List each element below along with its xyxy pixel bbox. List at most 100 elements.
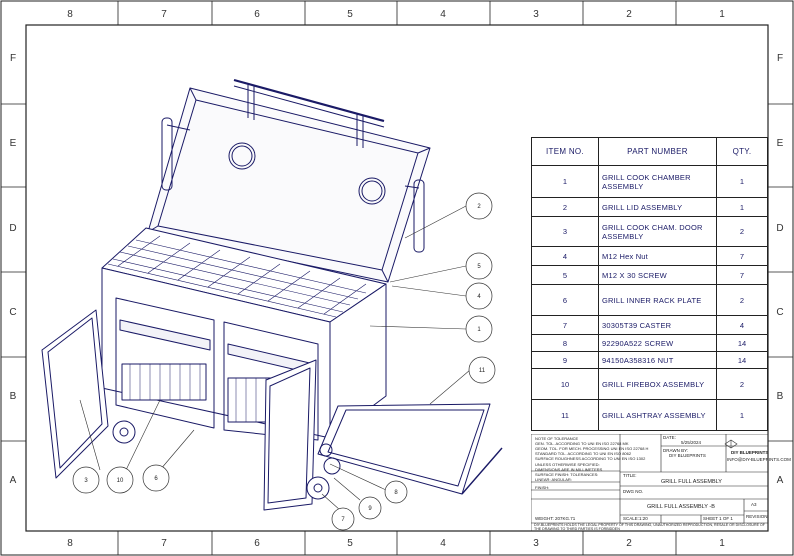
zone-col-4: 4 [440,9,446,20]
zone-col-7: 7 [161,9,167,20]
sheet-label: SHEET 1 OF 1 [703,516,733,521]
zone-row-c-right: C [776,307,784,318]
zone-col-5: 5 [347,9,353,20]
bom-header-part-number: PART NUMBER [598,137,717,166]
tolerance-note-2: GEOM. TOL. FOR MECH. PROCESSING UNI EN I… [535,446,649,451]
balloon-8-label: 8 [394,490,398,496]
balloon-10 [106,466,134,494]
drawing-title: GRILL FULL ASSEMBLY [661,479,722,485]
bom-qty: 2 [716,216,768,247]
bom-row: 5 M12 X 30 SCREW 7 [531,265,768,285]
zone-row-a: A [9,475,17,486]
balloon-9-label: 9 [368,506,372,512]
bom-qty: 2 [716,284,768,316]
grill-lid [147,78,431,283]
bom-part-number: GRILL INNER RACK PLATE [598,284,717,316]
sheet-size: A3 [751,502,757,507]
tolerance-note-0: NOTE OF TOLERANCE [535,436,579,441]
bom-part-number: GRILL ASHTRAY ASSEMBLY [598,399,717,431]
company-email: INFO@DIY-BLUEPRINTS.COM [727,457,791,462]
zone-col-3-bottom: 3 [533,538,539,549]
date-value: 5/25/2024 [681,440,702,445]
zone-col-5-bottom: 5 [347,538,353,549]
balloon-5-label: 5 [477,264,481,270]
zone-row-a-right: A [776,475,784,486]
zone-col-4-bottom: 4 [440,538,446,549]
bom-header-row: ITEM NO. PART NUMBER QTY. [531,137,768,166]
bom-part-number: GRILL LID ASSEMBLY [598,197,717,217]
bill-of-materials-table: ITEM NO. PART NUMBER QTY. 1 GRILL COOK C… [531,137,768,431]
bom-row: 11 GRILL ASHTRAY ASSEMBLY 1 [531,399,768,431]
bom-qty: 14 [716,334,768,352]
balloon-6 [142,464,170,492]
balloon-11 [468,356,496,384]
bom-row: 1 GRILL COOK CHAMBER ASSEMBLY 1 [531,165,768,198]
bom-qty: 7 [716,246,768,266]
bom-row: 9 94150A358316 NUT 14 [531,351,768,369]
revision-label: REVISION [746,514,768,519]
bom-part-number: 94150A358316 NUT [598,351,717,369]
company-logo-icon [724,439,738,449]
balloon-6-label: 6 [154,476,158,482]
finish-label: FINISH: [535,485,550,490]
bom-qty: 7 [716,265,768,285]
weight-label: WEIGHT: 207KG.71 [535,516,576,521]
dwg-no-value: GRILL FULL ASSEMBLY -B [647,504,715,510]
bom-qty: 1 [716,197,768,217]
bom-item-no: 4 [531,246,599,266]
bom-part-number: 92290A522 SCREW [598,334,717,352]
company-name: DIY BLUEPRINTS [731,450,769,455]
bom-row: 4 M12 Hex Nut 7 [531,246,768,266]
bom-item-no: 3 [531,216,599,247]
tolerance-note-1: GEN. TOL. ACCORDING TO UNI EN ISO 22768 … [535,441,629,446]
balloon-7-label: 7 [341,517,345,523]
drawn-by-value: DIY BLUEPRINTS [669,453,706,458]
bom-qty: 4 [716,315,768,335]
title-block: NOTE OF TOLERANCE GEN. TOL. ACCORDING TO… [531,434,791,531]
zone-col-8-bottom: 8 [67,538,73,549]
zone-col-6: 6 [254,9,260,20]
bom-part-number: M12 Hex Nut [598,246,717,266]
bom-item-no: 6 [531,284,599,316]
zone-col-7-bottom: 7 [161,538,167,549]
bom-qty: 14 [716,351,768,369]
bom-row: 3 GRILL COOK CHAM. DOOR ASSEMBLY 2 [531,216,768,247]
bom-row: 10 GRILL FIREBOX ASSEMBLY 2 [531,368,768,400]
balloon-4-label: 4 [477,294,481,300]
balloon-3 [72,466,100,494]
zone-row-e-right: E [776,138,784,149]
bom-item-no: 5 [531,265,599,285]
bom-qty: 1 [716,399,768,431]
balloon-3-label: 3 [84,478,88,484]
bom-item-no: 9 [531,351,599,369]
zone-row-c: C [9,307,17,318]
bom-header-item-no: ITEM NO. [531,137,599,166]
bom-item-no: 10 [531,368,599,400]
balloon-11-label: 11 [479,368,486,374]
bom-item-no: 11 [531,399,599,431]
balloon-9 [358,496,382,520]
zone-row-b-right: B [776,391,784,402]
zone-row-f: F [9,53,17,64]
grill-assembly-drawing [41,78,503,511]
units-note: UNLESS OTHERWISE SPECIFIED: DIMENSIONS A… [535,462,603,482]
zone-row-d-right: D [776,223,784,234]
bom-row: 6 GRILL INNER RACK PLATE 2 [531,284,768,316]
zone-row-e: E [9,138,17,149]
zone-col-1-bottom: 1 [719,538,725,549]
zone-row-f-right: F [776,53,784,64]
zone-row-b: B [9,391,17,402]
tolerance-note-3: STANDARD TOL. ACCORDING TO UNI EN ISO 80… [535,451,632,456]
bom-part-number: 30305T39 CASTER [598,315,717,335]
bom-item-no: 8 [531,334,599,352]
copyright-notice: DIY-BLUEPRINTS HOLDS THE LEGAL PROPERTY … [534,523,765,531]
title-label: TITLE: [623,473,637,478]
zone-row-d: D [9,223,17,234]
bom-part-number: GRILL COOK CHAM. DOOR ASSEMBLY [598,216,717,247]
bom-row: 7 30305T39 CASTER 4 [531,315,768,335]
zone-col-8: 8 [67,9,73,20]
zone-col-2: 2 [626,9,632,20]
zone-col-6-bottom: 6 [254,538,260,549]
zone-col-3: 3 [533,9,539,20]
